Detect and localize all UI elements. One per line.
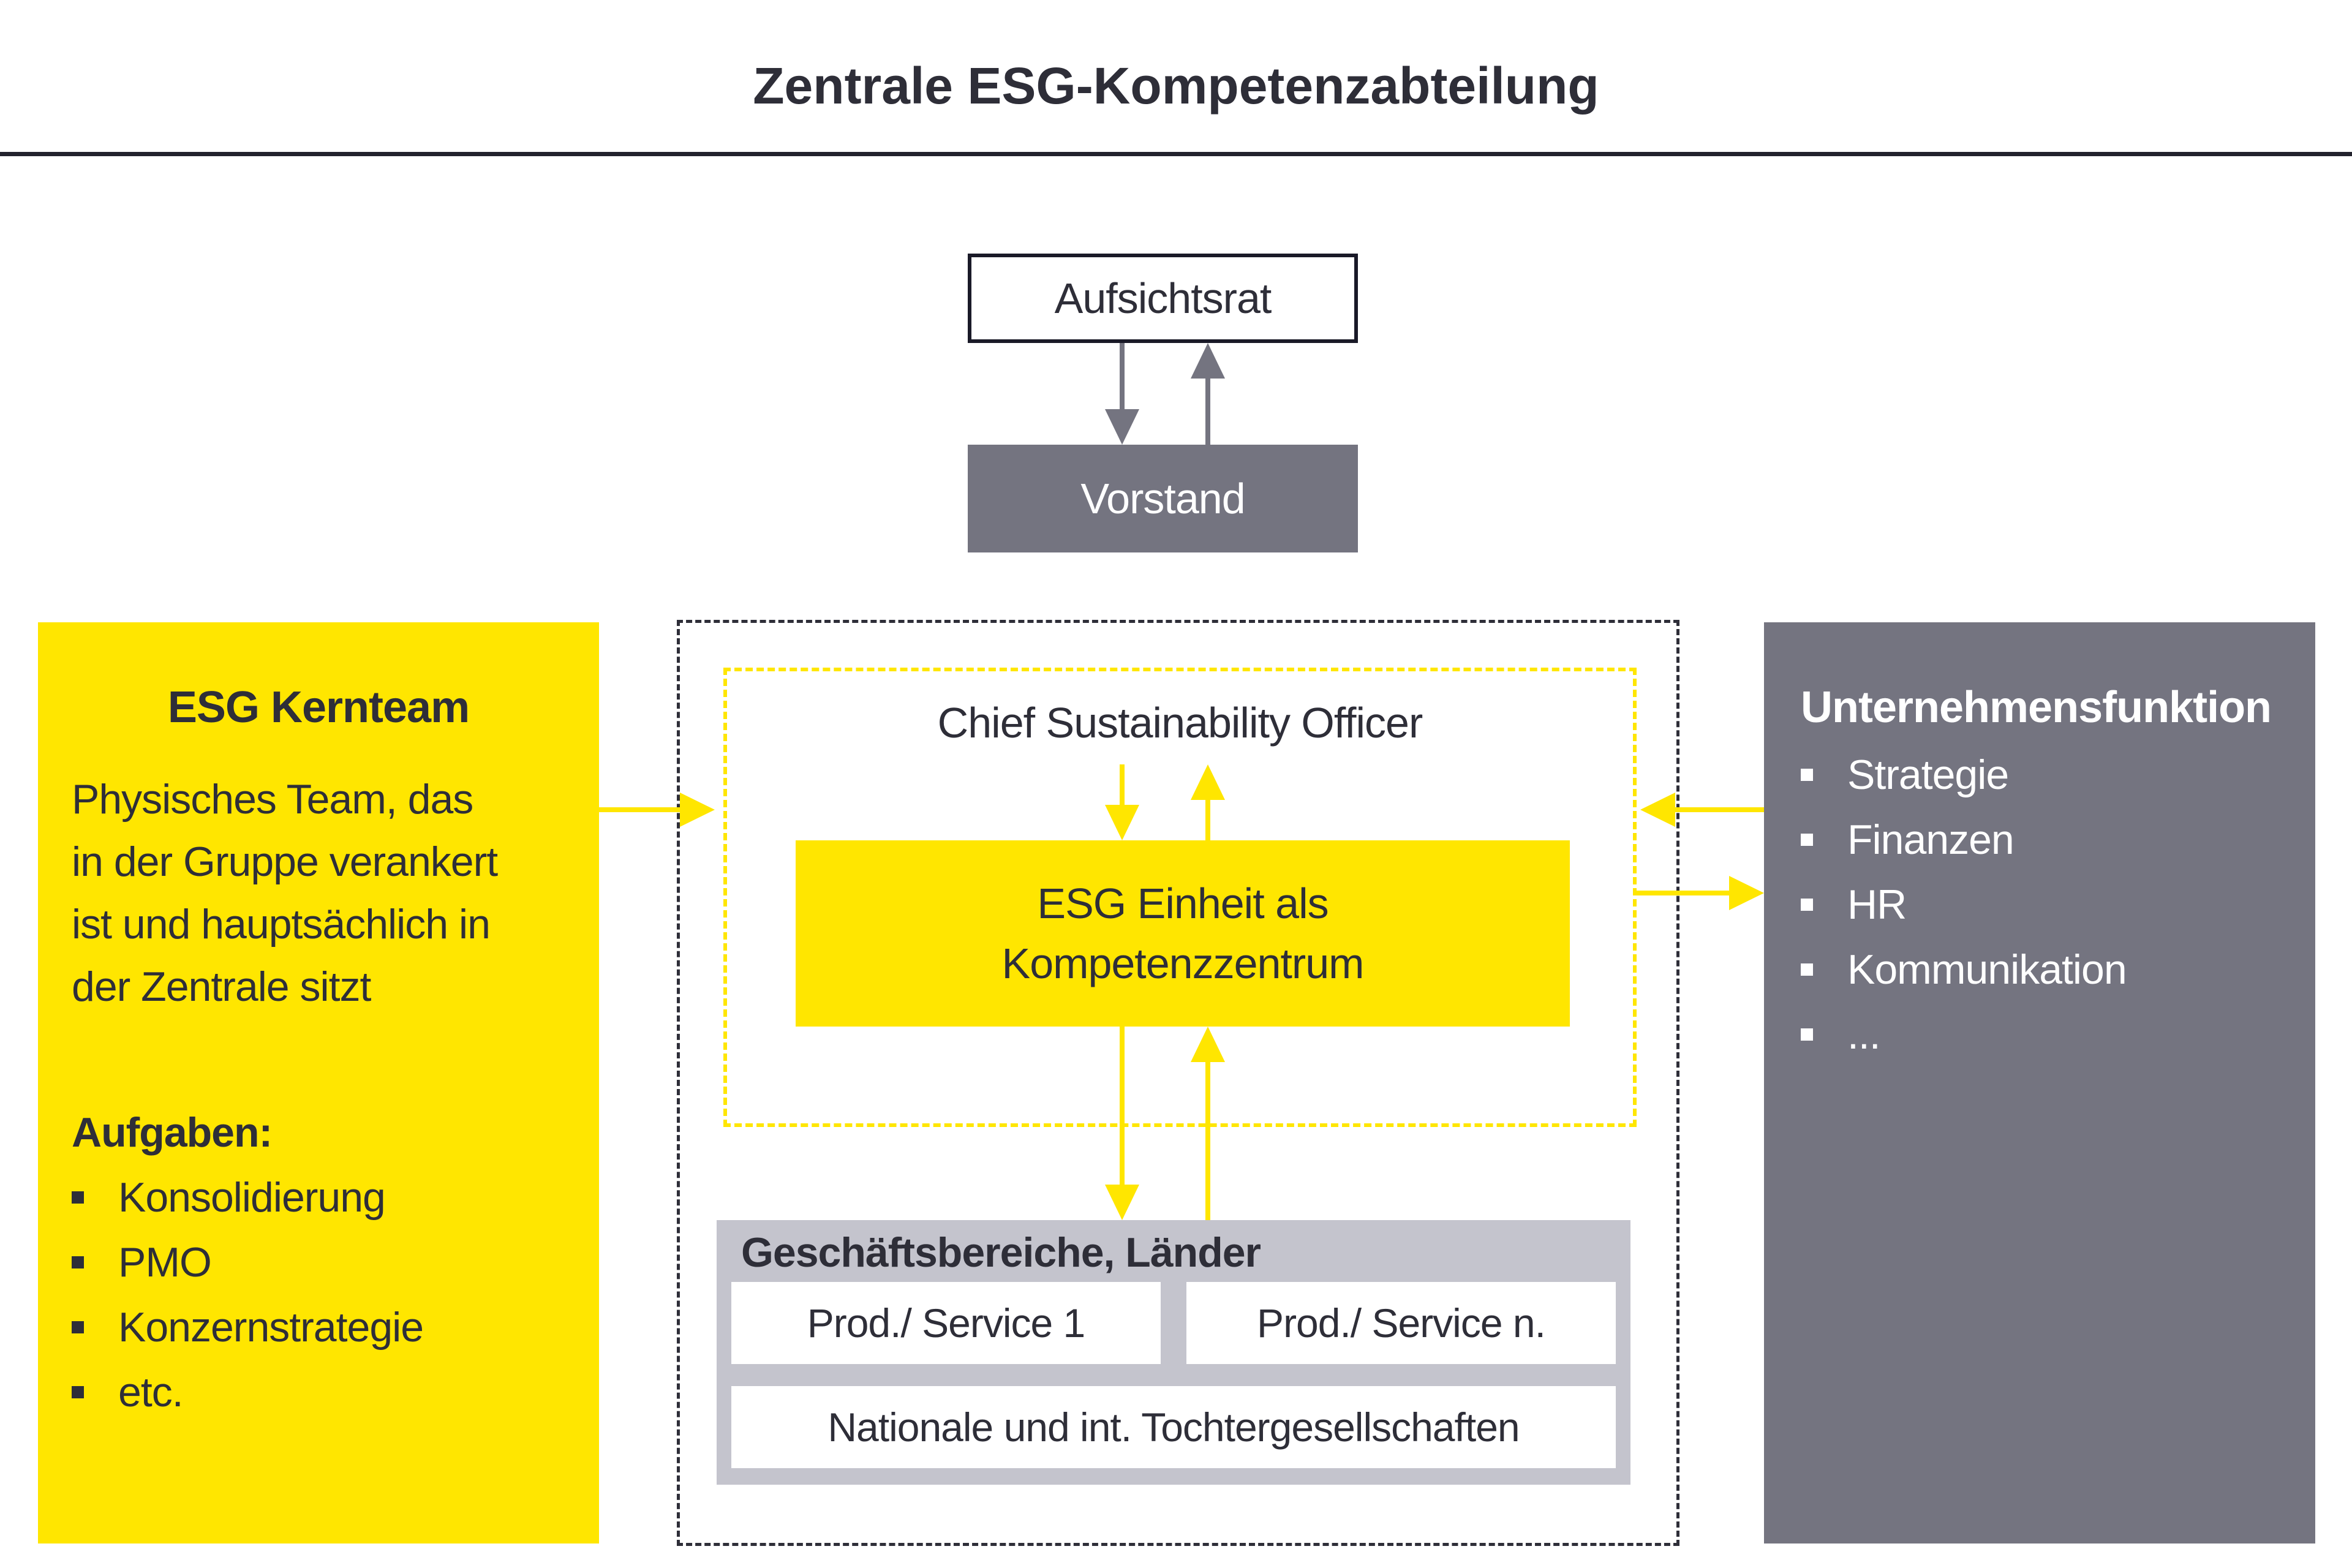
function-label: HR bbox=[1847, 881, 1907, 928]
arrow-shaft bbox=[1205, 1062, 1210, 1220]
aufsichtsrat-box: Aufsichtsrat bbox=[968, 254, 1358, 343]
arrowhead-down bbox=[1105, 409, 1139, 445]
arrow-left-icon bbox=[1640, 793, 1764, 827]
bullet-square-icon bbox=[72, 1256, 84, 1268]
arrowhead-up bbox=[1191, 1027, 1225, 1062]
description-line: ist und hauptsächlich in bbox=[72, 901, 491, 948]
function-label: Strategie bbox=[1847, 752, 2009, 798]
esg-unit-box: ESG Einheit als Kompetenzzentrum bbox=[796, 840, 1570, 1027]
arrowhead-right bbox=[680, 793, 715, 827]
esg-unit-line: ESG Einheit als bbox=[1037, 880, 1329, 927]
bullet-square-icon bbox=[1801, 1028, 1813, 1041]
description-line: Physisches Team, das bbox=[72, 776, 473, 823]
list-item: Konzernstrategie bbox=[72, 1295, 581, 1360]
business-areas-heading: Geschäftsbereiche, Länder bbox=[741, 1229, 1261, 1276]
arrow-shaft bbox=[1120, 764, 1125, 805]
arrow-up-icon bbox=[1191, 343, 1225, 445]
arrow-shaft bbox=[1205, 800, 1210, 840]
esg-unit-line: Kompetenzzentrum bbox=[1001, 940, 1365, 987]
arrow-shaft bbox=[1205, 379, 1210, 445]
arrowhead-up bbox=[1191, 343, 1225, 379]
prod-service-1-label: Prod./ Service 1 bbox=[807, 1300, 1086, 1346]
bullet-square-icon bbox=[1801, 834, 1813, 846]
esg-kernteam-description: Physisches Team, das in der Gruppe veran… bbox=[72, 768, 498, 1018]
functions-list: Strategie Finanzen HR Kommunikation ... bbox=[1801, 742, 2297, 1067]
arrow-shaft bbox=[1635, 891, 1729, 895]
bullet-square-icon bbox=[72, 1321, 84, 1333]
description-line: in der Gruppe verankert bbox=[72, 839, 498, 885]
arrow-shaft bbox=[1120, 1027, 1125, 1185]
bullet-square-icon bbox=[72, 1191, 84, 1204]
prod-service-n-box: Prod./ Service n. bbox=[1186, 1282, 1616, 1364]
arrowhead-down bbox=[1105, 805, 1139, 840]
unternehmensfunktion-panel: Unternehmensfunktion Strategie Finanzen … bbox=[1764, 622, 2315, 1544]
list-item: Konsolidierung bbox=[72, 1165, 581, 1230]
bullet-square-icon bbox=[1801, 769, 1813, 781]
arrowhead-left bbox=[1640, 793, 1675, 827]
cso-label: Chief Sustainability Officer bbox=[937, 699, 1423, 747]
list-item: PMO bbox=[72, 1230, 581, 1295]
list-item: Finanzen bbox=[1801, 807, 2297, 872]
subsidiaries-label: Nationale und int. Tochtergesellschaften bbox=[827, 1404, 1520, 1450]
bullet-square-icon bbox=[1801, 963, 1813, 976]
arrow-down-icon bbox=[1105, 764, 1139, 840]
list-item: ... bbox=[1801, 1002, 2297, 1067]
arrow-down-icon bbox=[1105, 1027, 1139, 1220]
subsidiaries-box: Nationale und int. Tochtergesellschaften bbox=[731, 1386, 1616, 1468]
arrow-right-icon bbox=[1635, 876, 1764, 910]
list-item: Strategie bbox=[1801, 742, 2297, 807]
arrow-shaft bbox=[590, 807, 680, 812]
task-label: PMO bbox=[118, 1239, 212, 1286]
vorstand-box: Vorstand bbox=[968, 445, 1358, 552]
arrow-up-icon bbox=[1191, 764, 1225, 840]
bullet-square-icon bbox=[72, 1386, 84, 1398]
arrowhead-down bbox=[1105, 1185, 1139, 1220]
description-line: der Zentrale sitzt bbox=[72, 963, 371, 1010]
list-item: HR bbox=[1801, 872, 2297, 937]
unternehmensfunktion-heading: Unternehmensfunktion bbox=[1801, 683, 2272, 732]
prod-service-1-box: Prod./ Service 1 bbox=[731, 1282, 1161, 1364]
vorstand-label: Vorstand bbox=[1080, 475, 1245, 522]
function-label: Kommunikation bbox=[1847, 946, 2127, 993]
title-divider bbox=[0, 152, 2352, 156]
esg-kernteam-panel: ESG Kernteam Physisches Team, das in der… bbox=[38, 622, 599, 1544]
page-title: Zentrale ESG-Kompetenzabteilung bbox=[753, 57, 1599, 115]
tasks-heading: Aufgaben: bbox=[72, 1109, 273, 1156]
aufsichtsrat-label: Aufsichtsrat bbox=[1054, 274, 1272, 322]
task-label: Konzernstrategie bbox=[118, 1304, 424, 1351]
tasks-list: Konsolidierung PMO Konzernstrategie etc. bbox=[72, 1165, 581, 1425]
arrow-shaft bbox=[1120, 343, 1125, 409]
prod-service-n-label: Prod./ Service n. bbox=[1257, 1300, 1546, 1346]
arrow-shaft bbox=[1675, 807, 1764, 812]
arrow-right-icon bbox=[590, 793, 715, 827]
bullet-square-icon bbox=[1801, 899, 1813, 911]
list-item: etc. bbox=[72, 1360, 581, 1425]
function-label: Finanzen bbox=[1847, 816, 2015, 863]
function-label: ... bbox=[1847, 1011, 1881, 1058]
arrowhead-up bbox=[1191, 764, 1225, 800]
arrowhead-right bbox=[1729, 876, 1764, 910]
task-label: Konsolidierung bbox=[118, 1174, 386, 1221]
list-item: Kommunikation bbox=[1801, 937, 2297, 1002]
business-areas-box: Geschäftsbereiche, Länder Prod./ Service… bbox=[717, 1220, 1630, 1485]
cso-dashed-frame bbox=[723, 668, 1637, 1127]
arrow-down-icon bbox=[1105, 343, 1139, 445]
esg-kernteam-heading: ESG Kernteam bbox=[167, 683, 470, 732]
task-label: etc. bbox=[118, 1369, 184, 1415]
arrow-up-icon bbox=[1191, 1027, 1225, 1220]
center-dashed-frame bbox=[677, 620, 1679, 1546]
